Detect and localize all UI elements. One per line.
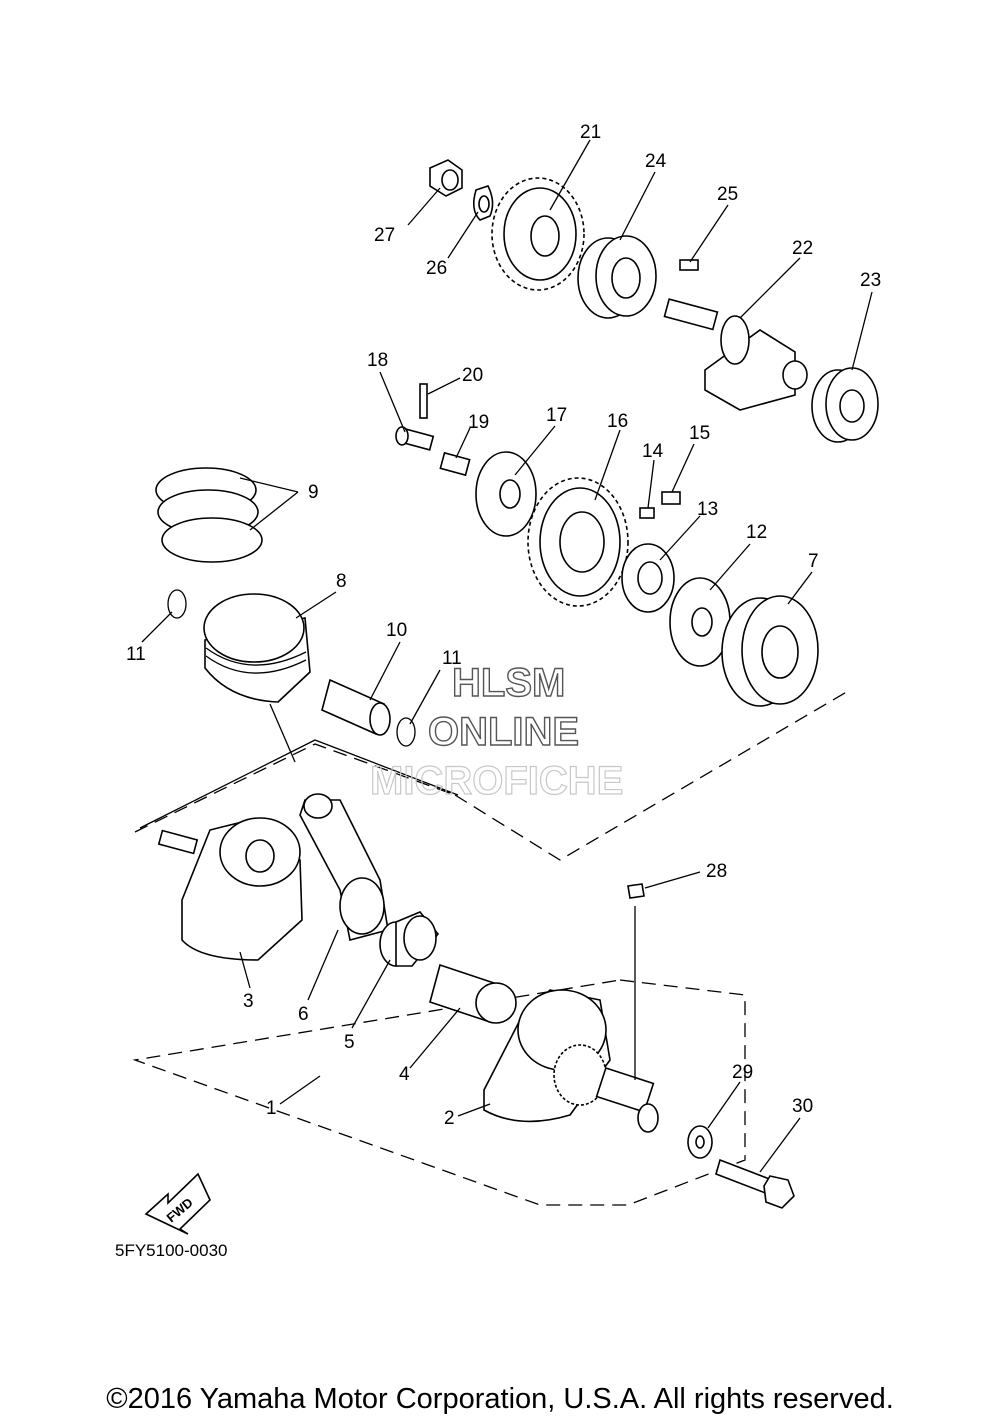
part-3-crank-left[interactable] (157, 817, 303, 961)
watermark-line2: ONLINE (428, 710, 579, 754)
callout-10: 10 (386, 620, 407, 641)
part-16-buffer-gear[interactable] (527, 477, 629, 607)
part-13-collar[interactable] (621, 543, 675, 613)
part-24-bearing[interactable] (577, 235, 657, 319)
part-27-nut[interactable] (429, 159, 463, 197)
part-7-bearing[interactable] (721, 595, 819, 707)
part-14-spring[interactable] (639, 507, 655, 519)
part-code: 5FY5100-0030 (115, 1241, 227, 1260)
part-29-washer[interactable] (687, 1125, 713, 1159)
leader-lines (141, 139, 873, 1173)
part-2-crank-right[interactable] (483, 989, 659, 1133)
part-9-piston-rings[interactable] (155, 467, 263, 563)
callout-23: 23 (860, 270, 881, 291)
part-20-dowel-pin[interactable] (419, 383, 428, 419)
callout-11-left: 11 (126, 644, 146, 665)
part-22-balancer-shaft[interactable] (663, 298, 808, 411)
callout-11-right: 11 (442, 648, 462, 669)
part-10-piston-pin[interactable] (321, 678, 391, 736)
callout-15: 15 (689, 423, 710, 444)
part-5-needle-bearing[interactable] (379, 911, 440, 967)
forward-direction-arrow: FWD (144, 1172, 211, 1235)
callout-21: 21 (580, 122, 601, 143)
part-30-bolt[interactable] (715, 1158, 795, 1209)
part-11-circlip-left[interactable] (167, 589, 187, 619)
callout-25: 25 (717, 184, 738, 205)
callout-9: 9 (308, 482, 319, 503)
callout-4: 4 (399, 1064, 410, 1085)
part-4-crank-pin[interactable] (429, 963, 517, 1024)
callout-29: 29 (732, 1062, 753, 1083)
callout-6: 6 (298, 1004, 309, 1025)
part-19-spring[interactable] (439, 451, 471, 477)
callout-27: 27 (374, 225, 395, 246)
callout-12: 12 (746, 522, 767, 543)
part-23-bearing[interactable] (811, 367, 879, 443)
callout-17: 17 (546, 405, 567, 426)
part-26-lock-washer[interactable] (472, 185, 494, 221)
crankshaft-assembly-boundary (132, 689, 851, 1206)
watermark: HLSM ONLINE MICROFICHE (369, 660, 624, 803)
callout-7: 7 (808, 551, 819, 572)
callout-5: 5 (344, 1032, 355, 1053)
callout-28: 28 (706, 861, 727, 882)
callout-24: 24 (645, 151, 667, 172)
part-18-pin[interactable] (395, 426, 435, 451)
callout-labels: 1 2 3 4 5 6 7 8 9 10 11 11 12 13 14 15 1… (126, 122, 881, 1129)
callout-20: 20 (462, 365, 483, 386)
callout-30: 30 (792, 1096, 813, 1117)
callout-1: 1 (266, 1098, 277, 1119)
callout-2: 2 (444, 1108, 455, 1129)
part-12-plate[interactable] (669, 577, 731, 667)
part-15-pin[interactable] (661, 491, 681, 505)
watermark-line3: MICROFICHE (370, 759, 623, 803)
part-11-circlip-right[interactable] (396, 717, 416, 747)
callout-19: 19 (468, 412, 489, 433)
part-8-piston[interactable] (203, 593, 311, 703)
callout-3: 3 (243, 991, 254, 1012)
callout-14: 14 (642, 441, 664, 462)
part-25-key[interactable] (679, 259, 699, 271)
callout-26: 26 (426, 258, 447, 279)
callout-18: 18 (367, 350, 388, 371)
part-28-key[interactable] (627, 883, 645, 899)
callout-16: 16 (607, 411, 628, 432)
callout-22: 22 (792, 238, 813, 259)
callout-13: 13 (697, 499, 718, 520)
copyright-text: ©2016 Yamaha Motor Corporation, U.S.A. A… (106, 1383, 894, 1415)
part-21-gear[interactable] (491, 177, 585, 291)
callout-8: 8 (336, 571, 347, 592)
watermark-line1: HLSM (452, 661, 565, 705)
part-6-connecting-rod[interactable] (299, 793, 389, 941)
part-17-plate[interactable] (475, 451, 537, 537)
